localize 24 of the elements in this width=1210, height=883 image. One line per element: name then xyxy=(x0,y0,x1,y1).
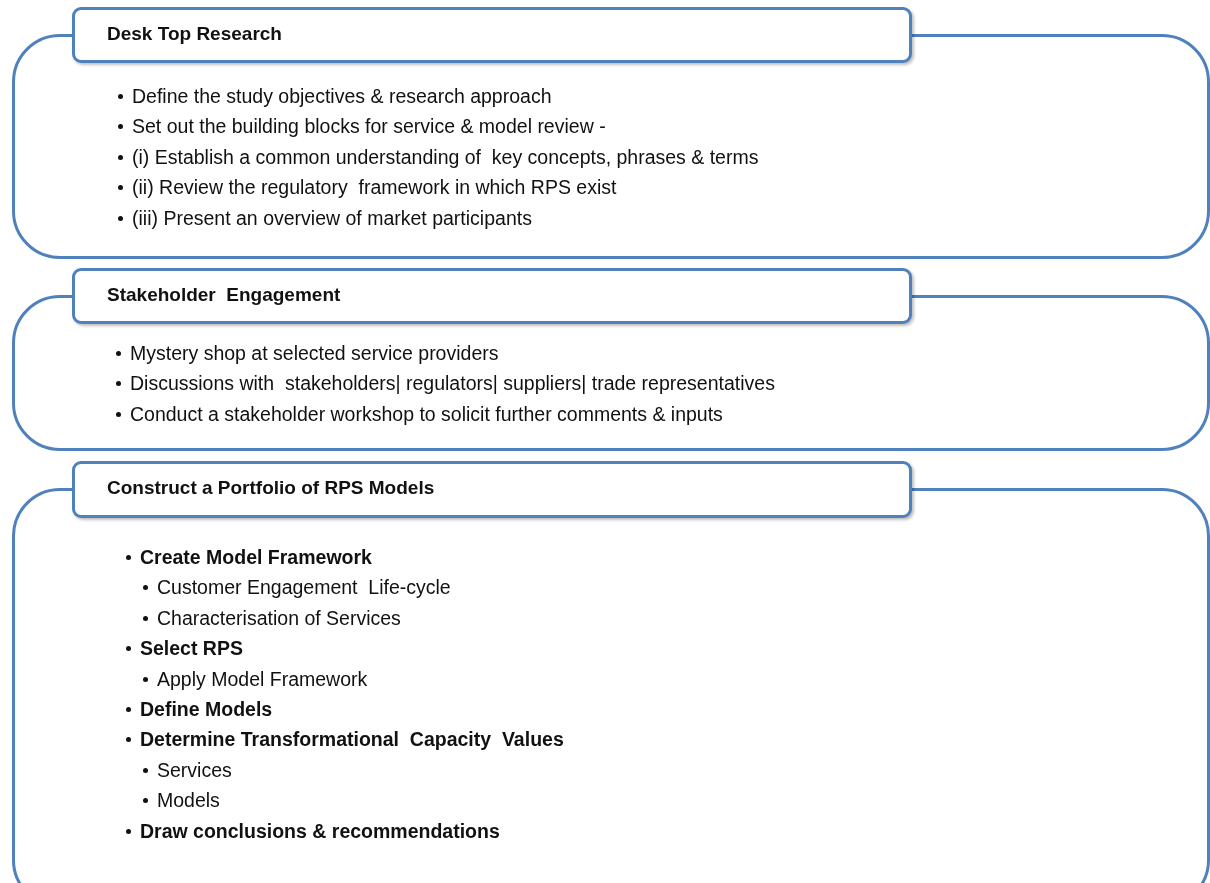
heading-text: Desk Top Research xyxy=(107,23,282,45)
heading-box xyxy=(72,268,912,324)
bullet-text: (iii) Present an overview of market participants xyxy=(132,206,532,229)
heading-box xyxy=(72,7,912,63)
bullet-text: Select RPS xyxy=(140,637,243,660)
bullet-text: Conduct a stakeholder workshop to solicit further comments & inputs xyxy=(130,402,723,425)
bullet-text: Define Models xyxy=(140,698,273,721)
heading-box xyxy=(72,461,912,518)
bullet-text: (ii) Review the regulatory framework in which RPS exist xyxy=(132,176,617,199)
bullet-text: (i) Establish a common understanding of key concepts, phrases & terms xyxy=(132,145,759,168)
bullet-text: Customer Engagement Life-cycle xyxy=(157,576,451,599)
bullet-text: Services xyxy=(157,758,232,781)
heading-text: Construct a Portfolio of RPS Models xyxy=(107,477,435,499)
bullet-text: Define the study objectives & research approach xyxy=(132,85,552,107)
bullet-text: Draw conclusions & recommendations xyxy=(140,819,500,842)
heading-text: Stakeholder Engagement xyxy=(107,284,341,306)
bullet-text: Set out the building blocks for service & model review - xyxy=(132,115,606,138)
bullet-text: Apply Model Framework xyxy=(157,667,368,690)
bullet-text: Determine Transformational Capacity Values xyxy=(140,728,564,751)
bullet-text: Characterisation of Services xyxy=(157,606,401,629)
bullet-text: Discussions with stakeholders| regulators| suppliers| trade representatives xyxy=(130,372,775,395)
bullet-text: Mystery shop at selected service providers xyxy=(130,342,499,364)
bullet-text: Create Model Framework xyxy=(140,546,372,568)
bullet-text: Models xyxy=(157,789,220,812)
